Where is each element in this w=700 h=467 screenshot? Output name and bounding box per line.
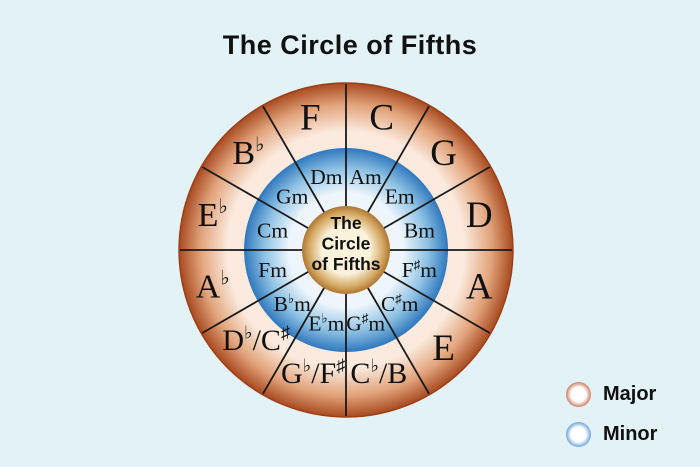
- major-key-label: A♭: [196, 267, 230, 305]
- major-key-label: G: [430, 133, 457, 174]
- center-circle-label-line: of Fifths: [311, 254, 380, 274]
- major-key-label: C: [369, 97, 394, 138]
- major-key-label: F: [300, 97, 321, 138]
- major-key-label: A: [466, 266, 493, 307]
- major-key-label: G♭/F♯: [281, 355, 345, 389]
- minor-key-label: Bm: [404, 219, 435, 243]
- major-key-label: E: [432, 328, 455, 369]
- major-key-label: D: [466, 195, 493, 236]
- minor-key-label: F♯m: [402, 257, 437, 282]
- legend: Major Minor: [566, 381, 657, 447]
- minor-key-label: Am: [350, 165, 383, 189]
- minor-key-label: Em: [385, 185, 415, 209]
- center-circle-label-line: The: [330, 213, 361, 233]
- major-legend-label: Major: [603, 383, 657, 405]
- minor-legend-label: Minor: [603, 423, 658, 445]
- major-swatch-icon: [566, 381, 591, 407]
- minor-key-label: E♭m: [308, 311, 344, 336]
- sector-divider-line: [381, 270, 491, 334]
- legend-item-major: Major: [566, 381, 657, 407]
- sector-divider-line: [201, 166, 311, 230]
- center-circle: [302, 206, 390, 294]
- major-key-label: D♭/C♯: [222, 323, 290, 357]
- minor-key-label: Gm: [276, 185, 309, 209]
- major-key-label: B♭: [232, 134, 264, 172]
- major-key-label: E♭: [198, 196, 228, 234]
- minor-key-label: Dm: [310, 165, 343, 189]
- major-key-label: C♭/B: [350, 355, 407, 389]
- sector-divider-line: [381, 166, 491, 230]
- minor-key-label: C♯m: [381, 291, 419, 316]
- sector-divider-line: [201, 270, 311, 334]
- sector-divider-line: [262, 105, 326, 215]
- sector-divider-line: [366, 285, 430, 395]
- sector-divider-line: [262, 285, 326, 395]
- minor-key-label: Cm: [257, 219, 288, 243]
- center-circle-label-line: Circle: [322, 234, 371, 254]
- minor-key-label: Fm: [258, 258, 287, 282]
- minor-key-label: G♯m: [346, 311, 385, 336]
- legend-item-minor: Minor: [566, 421, 657, 447]
- minor-swatch-icon: [566, 421, 591, 447]
- sector-divider-line: [366, 105, 430, 215]
- minor-key-label: B♭m: [274, 291, 311, 316]
- page-title: The Circle of Fifths: [222, 30, 478, 60]
